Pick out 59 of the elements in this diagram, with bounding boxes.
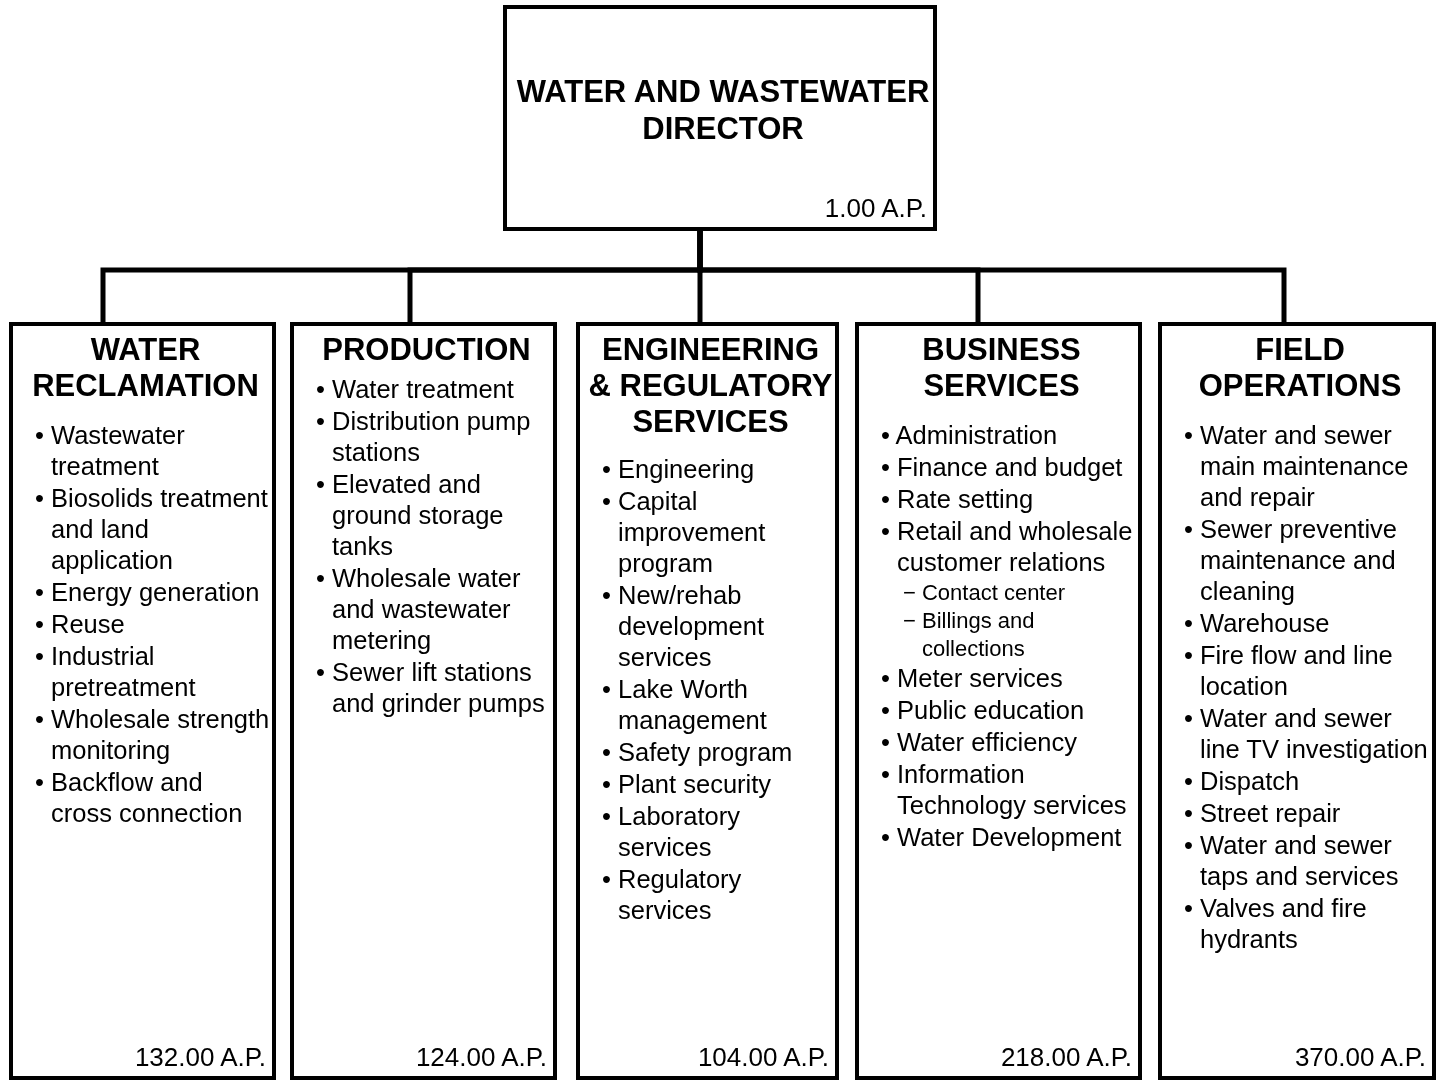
list-item: • Information Technology services <box>881 759 1128 821</box>
list-item: • Administration <box>881 420 1059 451</box>
department-box <box>1158 322 1436 1080</box>
box-title: FIELD OPERATIONS <box>1197 332 1403 404</box>
list-item: • Backflow and cross connection <box>35 767 244 829</box>
staff-count: 104.00 A.P. <box>697 1042 829 1072</box>
list-item: • Finance and budget <box>881 452 1124 483</box>
list-item: • Water treatment <box>316 374 515 405</box>
box-title: PRODUCTION <box>321 332 532 368</box>
list-item: • Water and sewer line TV investigation <box>1184 703 1429 765</box>
list-item: • Wholesale water and wastewater metering <box>316 563 522 656</box>
list-item: • Industrial pretreatment <box>35 641 197 703</box>
list-item: • Water and sewer main maintenance and repair <box>1184 420 1410 513</box>
staff-count: 218.00 A.P. <box>1000 1042 1132 1072</box>
list-item: − Billings and collections <box>903 607 1036 663</box>
list-item: • Water Development <box>881 822 1123 853</box>
department-box <box>9 322 276 1080</box>
list-item: • Meter services <box>881 663 1064 694</box>
box-title: WATER AND WASTEWATER DIRECTOR <box>515 73 931 147</box>
list-item: • Rate setting <box>881 484 1035 515</box>
department-box <box>290 322 557 1080</box>
list-item: • Warehouse <box>1184 608 1331 639</box>
connector-line <box>697 231 1287 322</box>
director-box <box>503 5 937 231</box>
list-item: • Elevated and ground storage tanks <box>316 469 505 562</box>
list-item: • Valves and fire hydrants <box>1184 893 1368 955</box>
staff-count: 370.00 A.P. <box>1294 1042 1426 1072</box>
list-item: • Regulatory services <box>602 864 743 926</box>
list-item: • Retail and wholesale customer relations <box>881 516 1134 578</box>
list-item: • Sewer lift stations and grinder pumps <box>316 657 546 719</box>
list-item: • Energy generation <box>35 577 261 608</box>
list-item: • Laboratory services <box>602 801 741 863</box>
list-item: • Street repair <box>1184 798 1342 829</box>
list-item: • New/rehab development services <box>602 580 765 673</box>
list-item: • Distribution pump stations <box>316 406 532 468</box>
department-box <box>855 322 1142 1080</box>
list-item: • Reuse <box>35 609 126 640</box>
list-item: • Engineering <box>602 454 756 485</box>
list-item: • Plant security <box>602 769 773 800</box>
list-item: • Safety program <box>602 737 794 768</box>
list-item: − Contact center <box>903 579 1067 607</box>
staff-count: 124.00 A.P. <box>415 1042 547 1072</box>
box-title: BUSINESS SERVICES <box>921 332 1082 404</box>
box-title: ENGINEERING & REGULATORY SERVICES <box>588 332 833 440</box>
staff-count: 132.00 A.P. <box>134 1042 266 1072</box>
list-item: • Biosolids treatment and land application <box>35 483 269 576</box>
list-item: • Sewer preventive maintenance and cleaning <box>1184 514 1399 607</box>
list-item: • Fire flow and line location <box>1184 640 1394 702</box>
list-item: • Public education <box>881 695 1086 726</box>
list-item: • Capital improvement program <box>602 486 767 579</box>
box-title: WATER RECLAMATION <box>31 332 260 404</box>
list-item: • Dispatch <box>1184 766 1301 797</box>
list-item: • Wholesale strength monitoring <box>35 704 270 766</box>
list-item: • Water and sewer taps and services <box>1184 830 1400 892</box>
list-item: • Wastewater treatment <box>35 420 186 482</box>
list-item: • Water efficiency <box>881 727 1078 758</box>
staff-count: 1.00 A.P. <box>824 193 927 223</box>
list-item: • Lake Worth management <box>602 674 768 736</box>
department-box <box>576 322 839 1080</box>
